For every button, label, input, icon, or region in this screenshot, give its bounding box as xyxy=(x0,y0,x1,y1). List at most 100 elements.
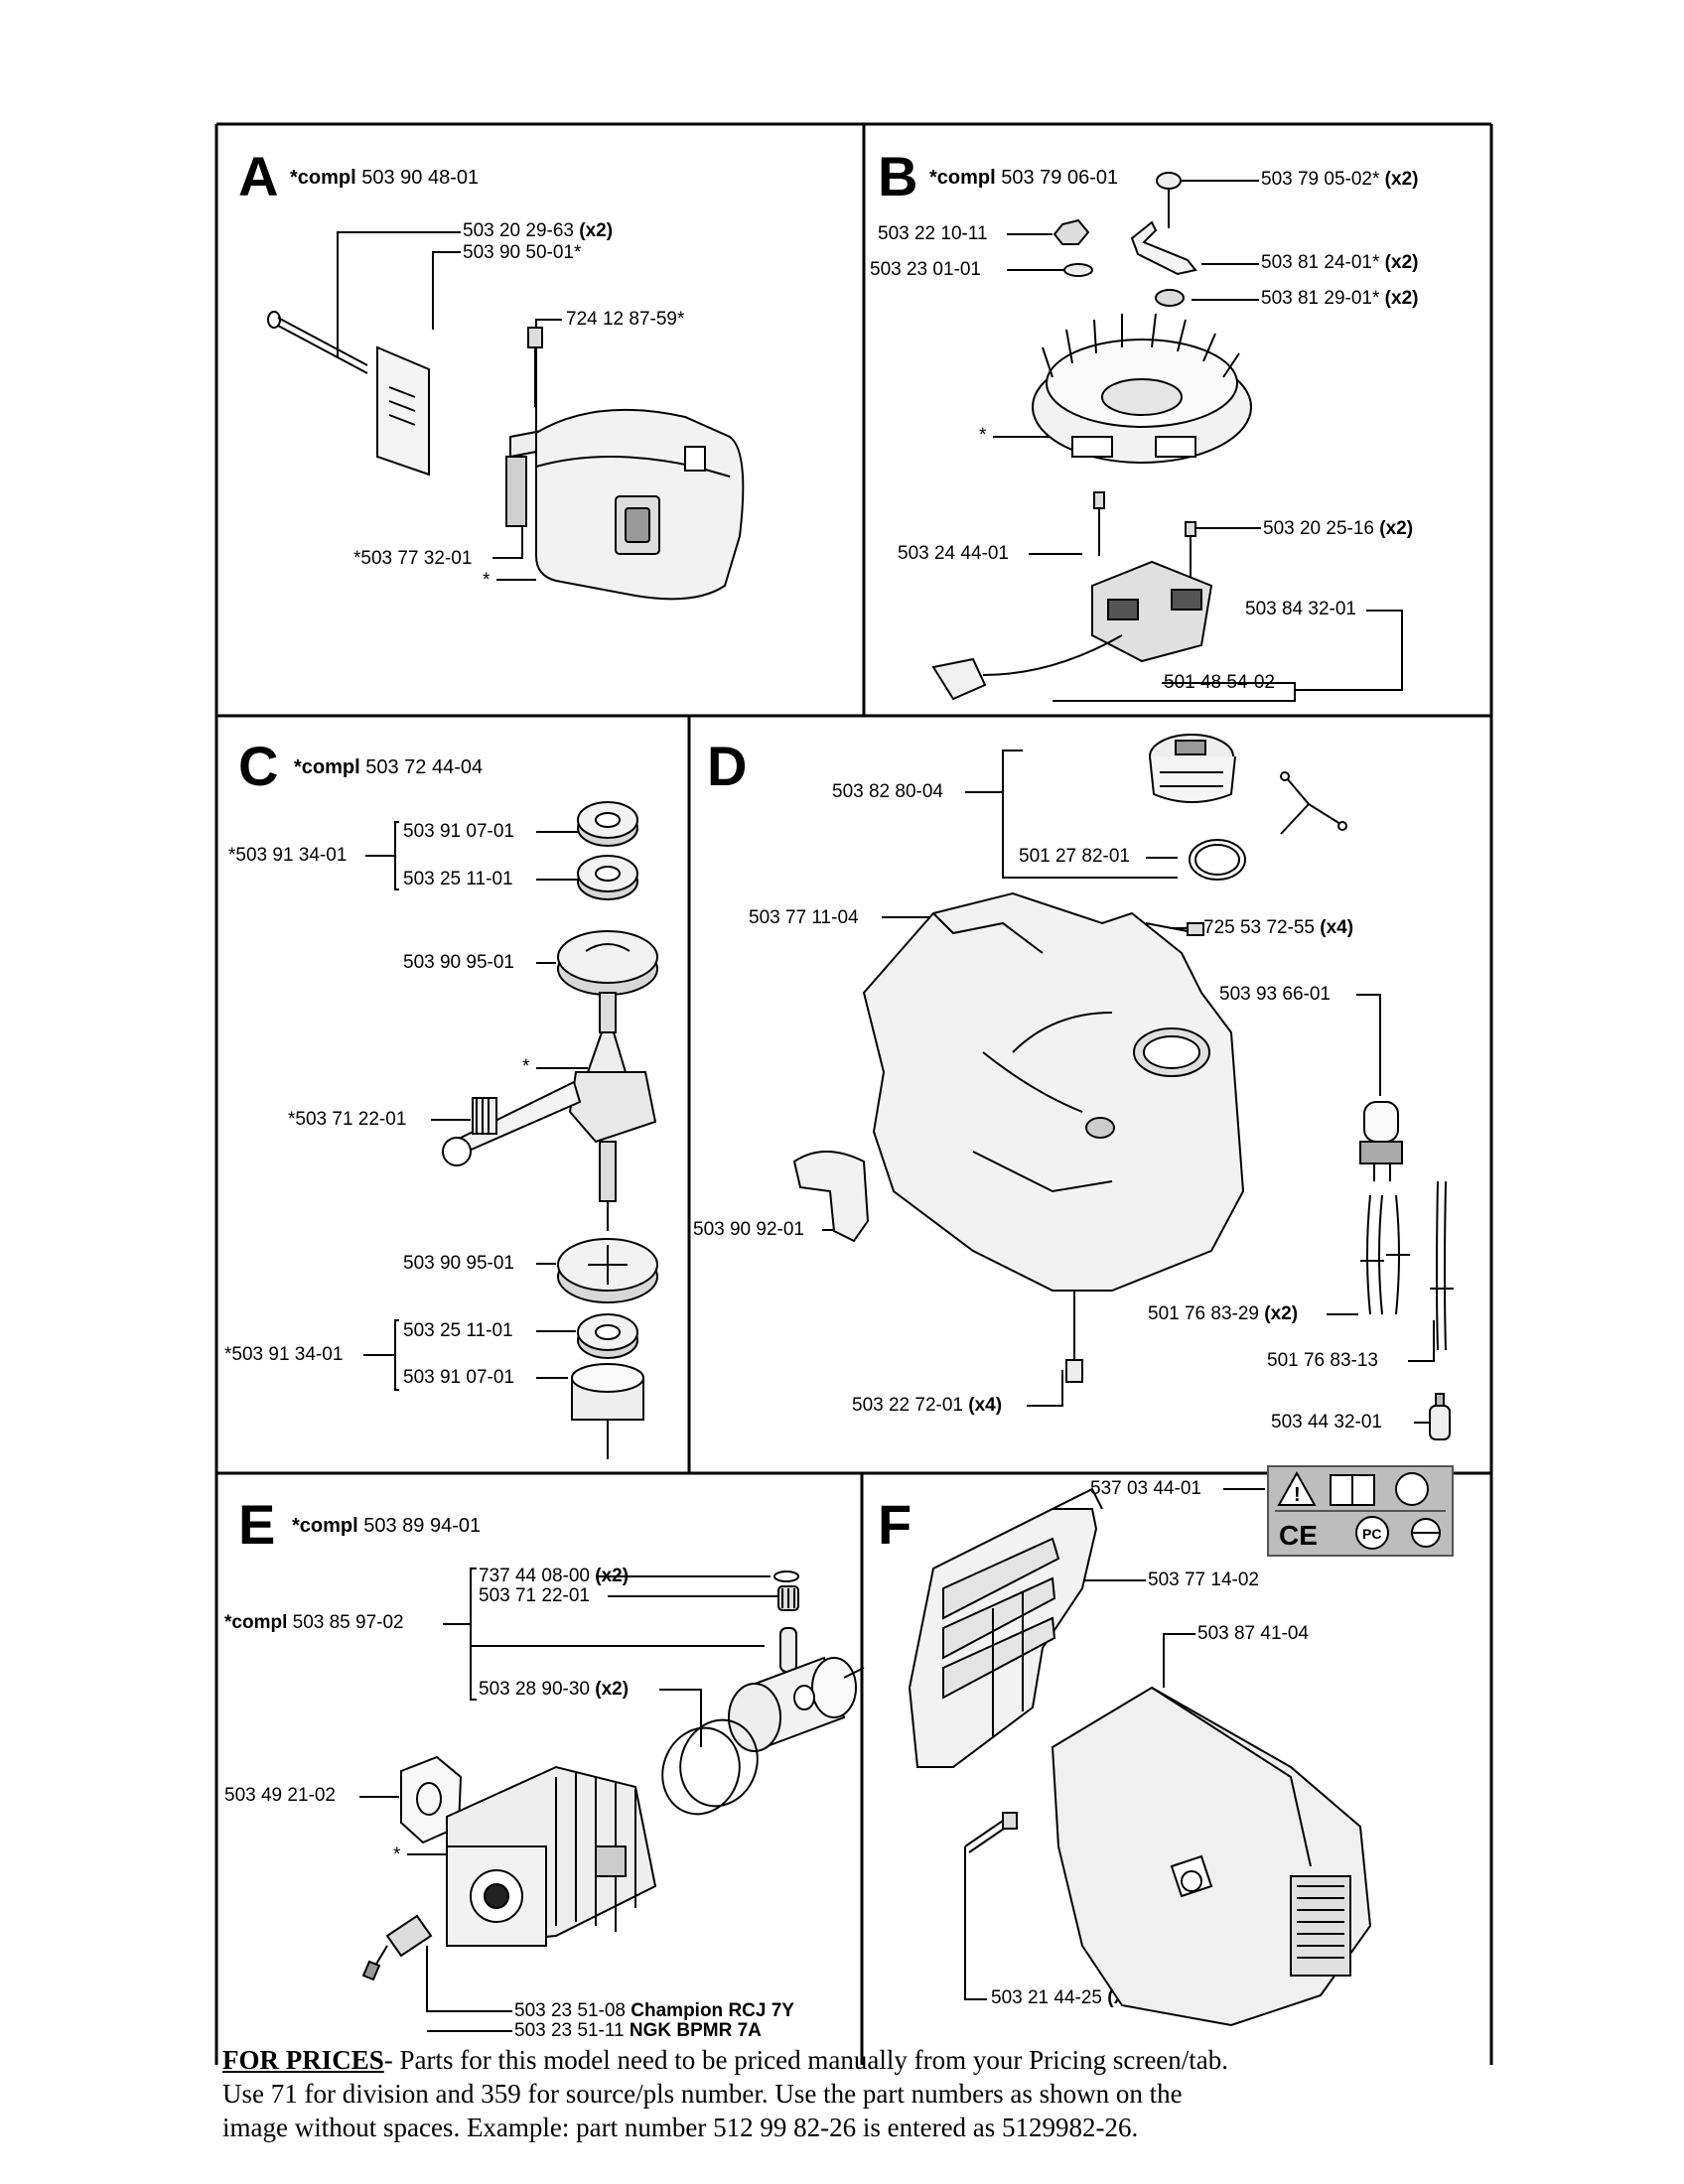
part-label: 503 20 25-16 (x2) xyxy=(1263,518,1413,540)
part-label: 503 87 41-04 xyxy=(1197,1623,1309,1644)
compl-prefix: *compl xyxy=(929,167,996,189)
part-label: 503 90 50-01* xyxy=(463,242,582,263)
part-label: * xyxy=(979,425,987,446)
panel-letter: A xyxy=(238,145,279,207)
pc-mark: PC xyxy=(1362,1526,1381,1542)
part-number: 503 20 29-63 xyxy=(463,220,574,241)
part-label: 503 71 22-01 xyxy=(479,1585,590,1606)
part-quantity: (x2) xyxy=(1379,518,1414,539)
part-label: 503 22 10-11 xyxy=(878,223,988,244)
part-label: 501 76 83-13 xyxy=(1267,1350,1378,1371)
part-number: 503 85 97-02 xyxy=(292,1612,404,1633)
part-label: 724 12 87-59* xyxy=(566,309,685,330)
part-label: 503 93 66-01 xyxy=(1219,984,1331,1005)
panel-letter: C xyxy=(238,735,279,797)
part-label: *503 71 22-01 xyxy=(288,1109,407,1130)
part-label: 503 90 95-01 xyxy=(403,1253,514,1274)
part-number: 503 23 51-11 xyxy=(514,2020,625,2041)
part-quantity: (x2) xyxy=(1264,1303,1299,1324)
part-label: 503 28 90-30 (x2) xyxy=(479,1679,629,1701)
part-label: 501 27 82-01 xyxy=(1019,846,1130,867)
panel-title: *compl 503 72 44-04 xyxy=(294,756,483,779)
part-label: 503 91 07-01 xyxy=(403,821,514,842)
part-quantity: (x4) xyxy=(968,1395,1003,1416)
part-number: 501 76 83-29 xyxy=(1148,1303,1259,1324)
part-label: 503 79 05-02* (x2) xyxy=(1261,169,1418,191)
part-label: 503 90 92-01 xyxy=(693,1219,804,1240)
part-label: 503 77 11-04 xyxy=(749,907,859,928)
part-label: * xyxy=(483,570,491,591)
compl-prefix: *compl xyxy=(294,756,360,778)
part-label: 503 23 51-08 Champion RCJ 7Y xyxy=(514,2000,794,2022)
part-group-label: *503 91 34-01 xyxy=(228,845,348,866)
part-label: 503 81 24-01* (x2) xyxy=(1261,252,1418,274)
part-label: 503 44 32-01 xyxy=(1271,1412,1382,1433)
compl-number: 503 90 48-01 xyxy=(361,167,480,189)
compl-number: 503 72 44-04 xyxy=(365,756,484,778)
part-quantity: (x4) xyxy=(1320,917,1354,938)
pc-mark-icon xyxy=(1355,1516,1389,1550)
part-description: Champion RCJ 7Y xyxy=(631,2000,794,2021)
footer-line-3: image without spaces. Example: part numb… xyxy=(222,2113,1139,2142)
compl-prefix: *compl xyxy=(290,167,356,189)
part-quantity: (x2) xyxy=(1384,288,1419,309)
panel-letter: F xyxy=(878,1493,912,1556)
footer-line-1-text: - Parts for this model need to be priced… xyxy=(383,2045,1229,2075)
part-group-label: *503 91 34-01 xyxy=(224,1344,344,1365)
part-label: 503 25 11-01 xyxy=(403,869,513,889)
part-quantity: (x2) xyxy=(579,220,614,241)
panel-letter: B xyxy=(878,145,918,207)
part-description: NGK BPMR 7A xyxy=(629,2020,762,2041)
panel-title: *compl 503 90 48-01 xyxy=(290,167,479,190)
part-label: * xyxy=(393,1844,401,1865)
part-number: 503 79 05-02* xyxy=(1261,169,1380,190)
part-label: 503 91 07-01 xyxy=(403,1367,514,1388)
panel-title: *compl 503 79 06-01 xyxy=(929,167,1118,190)
compl-number: 503 79 06-01 xyxy=(1001,167,1119,189)
part-label: 503 22 72-01 (x4) xyxy=(852,1395,1002,1417)
svg-text:!: ! xyxy=(1294,1484,1301,1506)
part-label: 503 84 32-01 xyxy=(1245,599,1356,619)
part-number: 503 20 25-16 xyxy=(1263,518,1374,539)
warning-triangle-icon xyxy=(1277,1470,1317,1506)
part-label: 503 82 80-04 xyxy=(832,781,943,802)
part-label: 503 25 11-01 xyxy=(403,1320,513,1341)
part-label: 501 76 83-29 (x2) xyxy=(1148,1303,1298,1325)
part-label: 503 90 95-01 xyxy=(403,952,514,973)
panel-letter: D xyxy=(707,735,748,797)
pricing-footer: FOR PRICES- Parts for this model need to… xyxy=(222,2043,1513,2144)
footer-line-1: FOR PRICES- Parts for this model need to… xyxy=(222,2043,1513,2077)
part-label: 503 49 21-02 xyxy=(224,1785,336,1806)
part-label: 503 24 44-01 xyxy=(898,543,1009,564)
part-number: 737 44 08-00 xyxy=(479,1566,590,1586)
part-number: 503 81 24-01* xyxy=(1261,252,1380,273)
part-quantity: (x2) xyxy=(1384,252,1419,273)
part-label: 503 20 29-63 (x2) xyxy=(463,220,613,242)
part-number: 503 81 29-01* xyxy=(1261,288,1380,309)
part-quantity: (x2) xyxy=(1384,169,1419,190)
part-label: 725 53 72-55 (x4) xyxy=(1203,917,1353,939)
part-label: *503 77 32-01 xyxy=(353,548,473,569)
panel-letter: E xyxy=(238,1493,276,1556)
part-number: 503 22 72-01 xyxy=(852,1395,963,1416)
part-quantity: (x2) xyxy=(595,1679,630,1700)
part-number: 503 23 51-08 xyxy=(514,2000,626,2021)
ear-eye-protection-icon xyxy=(1395,1472,1429,1506)
panel-title: *compl 503 89 94-01 xyxy=(292,1515,481,1538)
compl-number: 503 89 94-01 xyxy=(363,1515,482,1537)
compl-prefix: *compl xyxy=(224,1612,288,1633)
compl-prefix: *compl xyxy=(292,1515,358,1537)
warning-decal: ! CE PC xyxy=(1267,1465,1454,1557)
part-label: 503 77 14-02 xyxy=(1148,1570,1259,1590)
part-label: * xyxy=(522,1056,530,1077)
part-label: 503 23 01-01 xyxy=(870,259,981,280)
ce-mark: CE xyxy=(1279,1520,1318,1551)
part-label: 503 81 29-01* (x2) xyxy=(1261,288,1418,310)
